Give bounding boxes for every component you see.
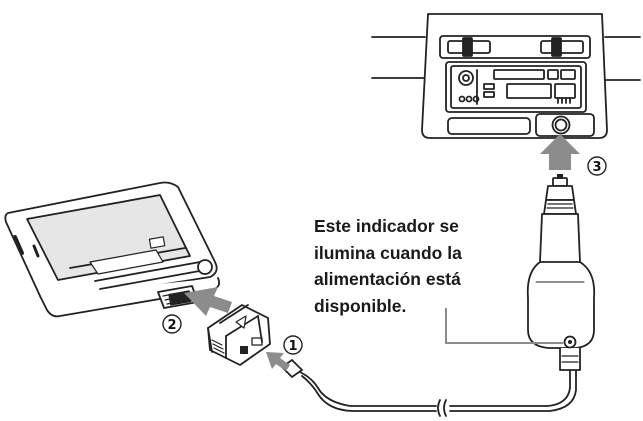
step-2-marker: 2: [162, 314, 182, 334]
dock-connector: [207, 304, 271, 366]
caption-line-1: Este indicador se: [314, 216, 459, 236]
arrow-step-3: [540, 134, 580, 170]
caption-line-2: ilumina cuando la: [314, 242, 462, 263]
pda-device: [4, 181, 221, 318]
step-1-marker: 1: [283, 335, 303, 355]
step-3-label: 3: [592, 160, 601, 175]
car-adapter: [526, 174, 596, 371]
cable: [280, 347, 577, 417]
indicator-caption: Este indicador se ilumina cuando la alim…: [314, 213, 544, 319]
caption-line-4: disponible.: [314, 295, 407, 316]
step-1-label: 1: [288, 339, 297, 354]
step-2-label: 2: [167, 318, 176, 333]
step-3-marker: 3: [587, 156, 607, 176]
lighter-socket-icon: [551, 115, 571, 135]
callout-line: [445, 308, 563, 344]
arrow-step-1: [266, 352, 290, 371]
caption-line-3: alimentación está: [314, 269, 461, 289]
car-dashboard: [371, 13, 641, 139]
arrow-step-2: [184, 287, 232, 316]
